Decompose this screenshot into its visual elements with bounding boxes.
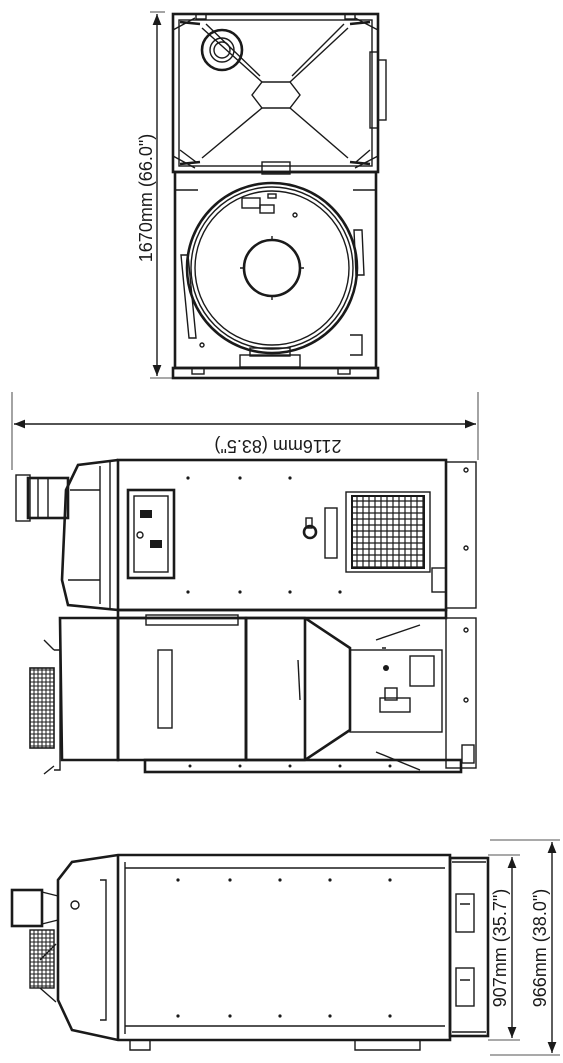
front-view: 907mm (35.7") 966mm (38.0") (10, 839, 560, 1056)
front-body (10, 853, 452, 1051)
side-length-label: 2116mm (83.5") (214, 436, 341, 456)
fan-grill (29, 667, 55, 749)
front-width-outer-label: 966mm (38.0") (530, 889, 550, 1007)
lens-ring (185, 181, 359, 355)
exhaust-port-icon (200, 28, 244, 72)
front-width-dimensions: 907mm (35.7") 966mm (38.0") (488, 839, 560, 1056)
top-height-dimension: 1670mm (66.0") (136, 11, 175, 379)
lens-opening (242, 238, 302, 298)
front-end-plate (448, 856, 490, 1038)
front-width-inner-label: 907mm (35.7") (490, 889, 510, 1007)
top-height-label: 1670mm (66.0") (136, 134, 156, 262)
front-fan-grill (29, 929, 55, 989)
side-lower-body (29, 608, 477, 775)
top-lower-body (171, 161, 380, 380)
top-upper-box (171, 12, 387, 174)
connector-icon (302, 524, 318, 540)
control-panel (126, 488, 176, 580)
side-length-dimension: 2116mm (83.5") (11, 392, 479, 470)
vent-grill (351, 495, 425, 569)
side-upper-housing (15, 458, 477, 612)
top-view: 1670mm (66.0") (136, 11, 387, 380)
side-view: 2116mm (83.5") (11, 392, 479, 775)
